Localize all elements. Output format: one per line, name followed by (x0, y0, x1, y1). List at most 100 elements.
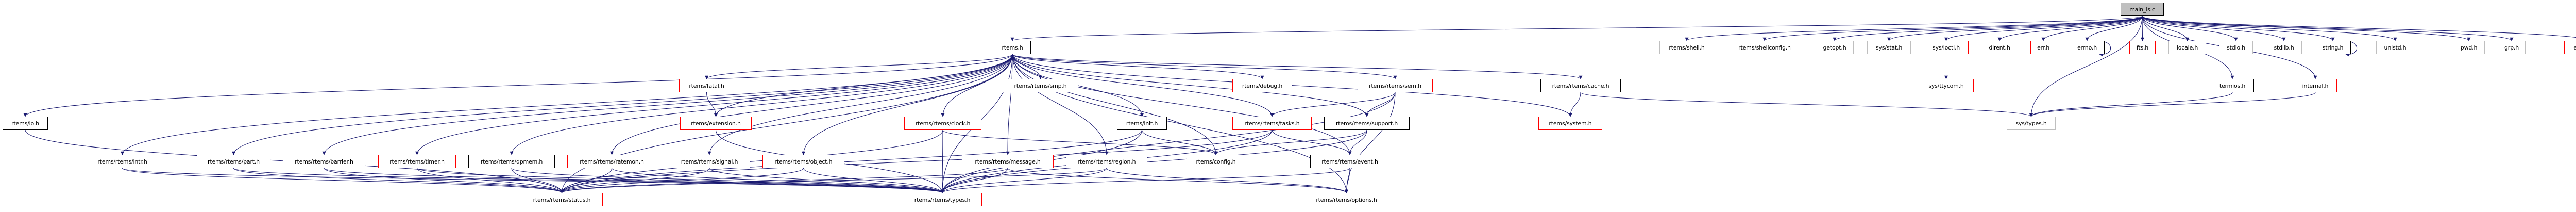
edge-rtems_h-to-config (1012, 54, 1218, 155)
edge-region-to-options (1106, 168, 1348, 193)
node-pwd-h[interactable]: pwd.h (2453, 41, 2485, 54)
edge-object-to-status (560, 168, 804, 193)
edge-rtems_h-to-cache (1012, 54, 1583, 79)
edge-main-to-unistd (2142, 15, 2397, 41)
node-stdio-h[interactable]: stdio.h (2219, 41, 2253, 54)
node-status-h[interactable]: rtems/rtems/status.h (521, 193, 603, 206)
edge-intr-to-status (122, 168, 564, 193)
edge-main-to-locale (2142, 15, 2189, 41)
edge-rtems_h-to-event (1012, 54, 1352, 155)
edge-clock-to-types (940, 129, 944, 193)
node-region-h[interactable]: rtems/rtems/region.h (1066, 155, 1147, 168)
node-barrier-h[interactable]: rtems/rtems/barrier.h (283, 155, 365, 168)
edge-init-to-status (560, 129, 1142, 193)
node-internal-h[interactable]: internal.h (2294, 79, 2337, 92)
edge-main-to-systypes (2029, 15, 2143, 117)
node-support-h[interactable]: rtems/rtems/support.h (1324, 117, 1410, 130)
node-init-h[interactable]: rtems/init.h (1117, 117, 1167, 130)
edge-main-to-errno (2085, 15, 2143, 41)
edge-sem-to-tasks (1270, 92, 1396, 117)
node-sys-types-h[interactable]: sys/types.h (2007, 117, 2056, 130)
node-signal-h[interactable]: rtems/rtems/signal.h (669, 155, 750, 168)
node-stdlib-h[interactable]: stdlib.h (2266, 41, 2302, 54)
edge-rtems_h-to-dpmem (510, 54, 1013, 155)
node-getopt-h[interactable]: getopt.h (1816, 41, 1854, 54)
edge-clock-to-config (942, 129, 1218, 155)
node-smp-h[interactable]: rtems/rtems/smp.h (1003, 79, 1078, 92)
edge-rtems_h-to-fatal (705, 54, 1013, 79)
edge-rtems_h-to-region (1012, 54, 1109, 155)
edge-rtems_h-to-barrier (322, 54, 1013, 155)
edge-rtems_h-to-debug (1012, 54, 1264, 79)
node-locale-h[interactable]: locale.h (2168, 41, 2206, 54)
edge-message-to-status (560, 168, 1008, 193)
edge-main-to-shell (1685, 15, 2143, 41)
edge-support-to-config (1214, 129, 1367, 155)
node-message-h[interactable]: rtems/rtems/message.h (962, 155, 1054, 168)
edge-main-to-pwd (2142, 15, 2471, 41)
edge-termios-to-systypes (2029, 92, 2233, 117)
edge-main-to-stdlib (2142, 15, 2286, 41)
node-clock-h[interactable]: rtems/rtems/clock.h (904, 117, 981, 130)
node-cache-h[interactable]: rtems/rtems/cache.h (1540, 79, 1621, 92)
node-part-h[interactable]: rtems/rtems/part.h (197, 155, 270, 168)
node-rtems-io-h[interactable]: rtems/io.h (3, 117, 48, 130)
node-tasks-h[interactable]: rtems/rtems/tasks.h (1232, 117, 1312, 130)
node-fts-h[interactable]: fts.h (2129, 41, 2156, 54)
edge-dpmem-to-types (511, 168, 944, 193)
node-options-h[interactable]: rtems/rtems/options.h (1307, 193, 1386, 206)
node-extension-h[interactable]: rtems/extension.h (680, 117, 752, 130)
edge-main-to-externls (2142, 15, 2576, 38)
edge-timer-to-status (417, 168, 564, 193)
node-grp-h[interactable]: grp.h (2498, 41, 2526, 54)
edge-dpmem-to-status (511, 168, 564, 193)
node-extern-ls-h[interactable]: extern-ls.h (2564, 41, 2576, 54)
node-unistd-h[interactable]: unistd.h (2376, 41, 2414, 54)
edge-event-to-types (940, 168, 1350, 193)
node-sem-h[interactable]: rtems/rtems/sem.h (1358, 79, 1433, 92)
node-types-h[interactable]: rtems/rtems/types.h (903, 193, 982, 206)
node-debug-h[interactable]: rtems/debug.h (1232, 79, 1292, 92)
edge-tasks-to-status (560, 129, 1273, 193)
node-sys-stat-h[interactable]: sys/stat.h (1867, 41, 1911, 54)
edge-cache-to-system (1568, 92, 1581, 117)
node-shell-h[interactable]: rtems/shell.h (1659, 41, 1714, 54)
edge-rtems_h-to-tasks (1012, 54, 1274, 117)
node-string-h[interactable]: string.h (2315, 41, 2351, 54)
node-termios-h[interactable]: termios.h (2211, 79, 2254, 92)
edge-region-to-status (560, 168, 1107, 193)
node-sys-ttycom-h[interactable]: sys/ttycom.h (1919, 79, 1974, 92)
node-sys-ioctl-h[interactable]: sys/ioctl.h (1924, 41, 1969, 54)
edge-rtems_h-to-clock (941, 54, 1013, 117)
edge-main-to-getopt (1833, 15, 2143, 41)
edge-barrier-to-status (324, 168, 564, 193)
node-event-h[interactable]: rtems/rtems/event.h (1310, 155, 1389, 168)
edge-main-to-grp (2142, 15, 2514, 41)
node-rtems-h[interactable]: rtems.h (994, 41, 1031, 54)
node-err-h[interactable]: err.h (2030, 41, 2056, 54)
edge-rtems_h-to-io (23, 54, 1013, 117)
node-fatal-h[interactable]: rtems/fatal.h (679, 79, 734, 92)
edge-rtems_h-to-part (232, 54, 1013, 155)
edge-rtems_h-to-extension (714, 54, 1013, 117)
node-object-h[interactable]: rtems/rtems/object.h (762, 155, 844, 168)
edge-init-to-config (1142, 129, 1218, 155)
node-intr-h[interactable]: rtems/rtems/intr.h (87, 155, 158, 168)
edge-event-to-options (1345, 168, 1350, 193)
node-config-h[interactable]: rtems/config.h (1187, 155, 1245, 168)
edge-intr-to-types (122, 168, 944, 193)
node-system-h[interactable]: rtems/system.h (1538, 117, 1602, 130)
node-dpmem-h[interactable]: rtems/rtems/dpmem.h (468, 155, 555, 168)
node-main-ls-c[interactable]: main_ls.c (2121, 3, 2164, 16)
node-errno-h[interactable]: errno.h (2070, 41, 2105, 54)
node-dirent-h[interactable]: dirent.h (1981, 41, 2018, 54)
edge-region-to-types (940, 168, 1107, 193)
node-timer-h[interactable]: rtems/rtems/timer.h (378, 155, 456, 168)
edge-part-to-status (233, 168, 564, 193)
node-shellconfig-h[interactable]: rtems/shellconfig.h (1727, 41, 1802, 54)
edge-tasks-to-event (1272, 129, 1352, 155)
node-ratemon-h[interactable]: rtems/rtems/ratemon.h (567, 155, 656, 168)
edge-rtems_h-to-message (1006, 54, 1013, 155)
